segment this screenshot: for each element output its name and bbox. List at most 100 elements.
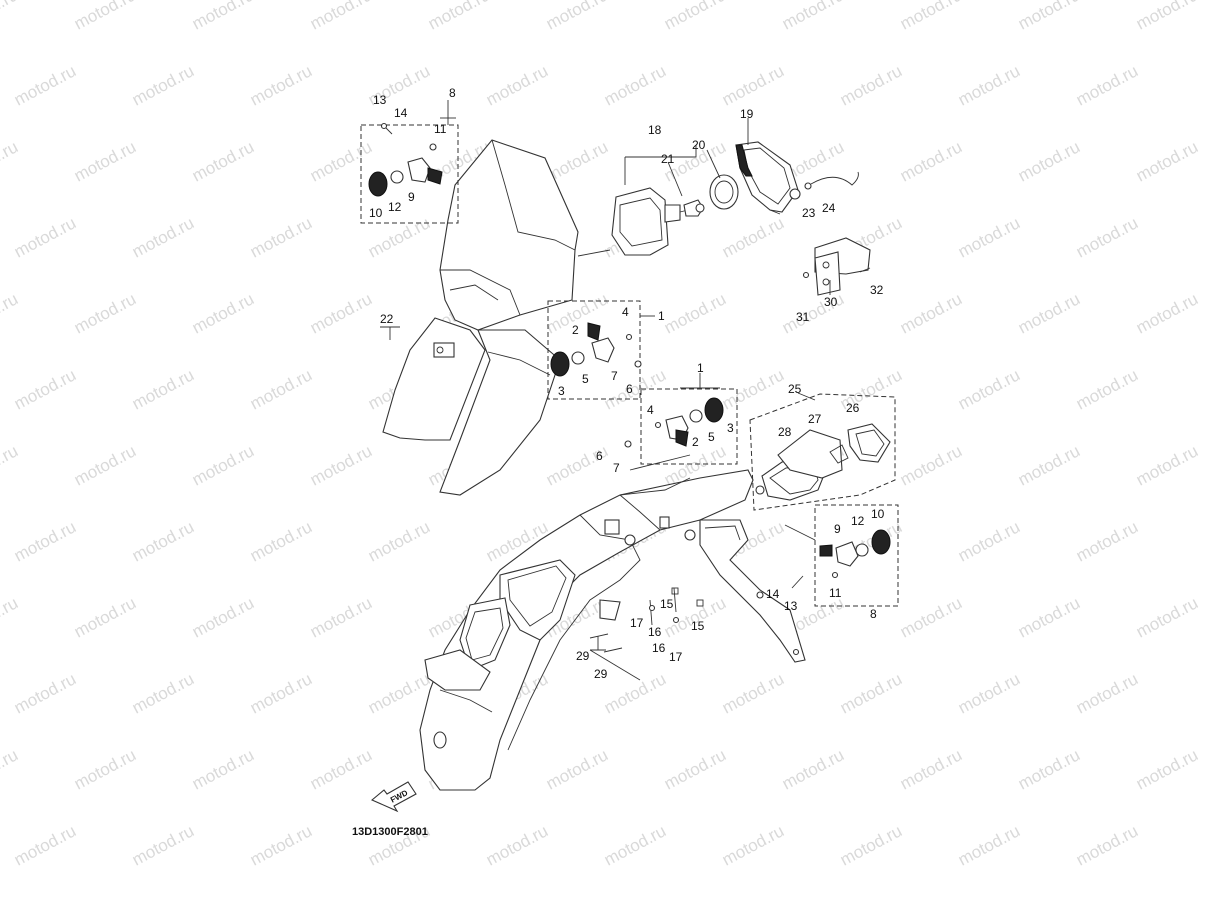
watermark-layer: motod.ru motod.ru motod.ru motod.ru motod.ru… [0, 0, 1201, 870]
callout-label: 9 [834, 522, 841, 536]
watermark-text: motod.ru [129, 517, 197, 565]
watermark-text: motod.ru [661, 745, 729, 793]
watermark-text: motod.ru [1015, 745, 1083, 793]
fwd-arrow: FWD [370, 781, 417, 813]
watermark-text: motod.ru [837, 669, 905, 717]
callout-label: 32 [870, 283, 884, 297]
taillight-box [749, 393, 896, 511]
watermark-text: motod.ru [1015, 593, 1083, 641]
callout-label: 27 [808, 412, 822, 426]
callout-label: 7 [613, 461, 620, 475]
watermark-text: motod.ru [779, 745, 847, 793]
callout-label: 19 [740, 107, 754, 121]
callout-label: 13 [784, 599, 798, 613]
watermark-text: motod.ru [897, 745, 965, 793]
watermark-text: motod.ru [1133, 593, 1201, 641]
watermark-text: motod.ru [0, 289, 21, 337]
watermark-text: motod.ru [1073, 517, 1141, 565]
callout-label: 16 [648, 625, 662, 639]
callout-label: 25 [788, 382, 802, 396]
callout-label: 15 [691, 619, 705, 633]
callout-label: 1 [658, 309, 665, 323]
watermark-text: motod.ru [955, 365, 1023, 413]
headlight-cowl [382, 139, 611, 496]
flasher-box-upper-left [360, 124, 459, 224]
watermark-text: motod.ru [189, 745, 257, 793]
bulb [683, 199, 705, 217]
callout-label: 12 [388, 200, 402, 214]
watermark-text: motod.ru [71, 745, 139, 793]
watermark-text: motod.ru [1133, 745, 1201, 793]
watermark-text: motod.ru [189, 593, 257, 641]
watermark-text: motod.ru [601, 61, 669, 109]
watermark-text: motod.ru [837, 821, 905, 869]
watermark-text: motod.ru [897, 289, 965, 337]
callout-label: 11 [434, 122, 447, 136]
watermark-text: motod.ru [719, 669, 787, 717]
watermark-text: motod.ru [71, 289, 139, 337]
watermark-text: motod.ru [71, 137, 139, 185]
watermark-text: motod.ru [1133, 137, 1201, 185]
callout-label: 15 [660, 597, 674, 611]
watermark-text: motod.ru [11, 821, 79, 869]
callout-label: 10 [871, 507, 885, 521]
watermark-text: motod.ru [189, 137, 257, 185]
watermark-text: motod.ru [129, 821, 197, 869]
watermark-text: motod.ru [897, 137, 965, 185]
watermark-text: motod.ru [837, 61, 905, 109]
callout-label: 2 [572, 323, 579, 337]
watermark-text: motod.ru [1073, 213, 1141, 261]
flasher-box-front-right [640, 388, 738, 465]
watermark-text: motod.ru [897, 593, 965, 641]
headlight-housing [735, 141, 799, 215]
watermark-text: motod.ru [247, 517, 315, 565]
watermark-text: motod.ru [189, 289, 257, 337]
bulb-socket-cover [709, 174, 739, 210]
watermark-text: motod.ru [307, 289, 375, 337]
watermark-text: motod.ru [71, 441, 139, 489]
callout-labels: 1 1 2 2 3 3 4 4 5 5 6 6 7 7 8 8 9 9 10 1… [369, 86, 885, 681]
watermark-text: motod.ru [247, 61, 315, 109]
callout-label: 16 [652, 641, 666, 655]
callout-label: 3 [558, 384, 565, 398]
watermark-text: motod.ru [307, 745, 375, 793]
watermark-text: motod.ru [719, 821, 787, 869]
watermark-text: motod.ru [307, 0, 375, 34]
callout-label: 29 [576, 649, 590, 663]
watermark-text: motod.ru [71, 593, 139, 641]
watermark-text: motod.ru [1015, 289, 1083, 337]
watermark-text: motod.ru [1073, 669, 1141, 717]
callout-label: 6 [596, 449, 603, 463]
watermark-text: motod.ru [719, 213, 787, 261]
watermark-text: motod.ru [955, 821, 1023, 869]
watermark-text: motod.ru [897, 0, 965, 34]
watermark-text: motod.ru [1015, 441, 1083, 489]
watermark-text: motod.ru [661, 289, 729, 337]
watermark-text: motod.ru [129, 365, 197, 413]
watermark-text: motod.ru [1015, 0, 1083, 34]
callout-label: 4 [622, 305, 629, 319]
watermark-text: motod.ru [543, 745, 611, 793]
watermark-text: motod.ru [11, 365, 79, 413]
callout-label: 2 [692, 435, 699, 449]
flasher-rear-right [791, 529, 891, 589]
watermark-text: motod.ru [0, 137, 21, 185]
flasher-box-rear-right [814, 504, 899, 607]
callout-label: 30 [824, 295, 838, 309]
watermark-text: motod.ru [661, 0, 729, 34]
callout-label: 8 [870, 607, 877, 621]
watermark-text: motod.ru [129, 669, 197, 717]
watermark-text: motod.ru [11, 61, 79, 109]
leader-lines [380, 100, 831, 681]
callout-label: 10 [369, 206, 383, 220]
watermark-text: motod.ru [955, 669, 1023, 717]
watermark-text: motod.ru [483, 821, 551, 869]
callout-label: 14 [394, 106, 408, 120]
watermark-text: motod.ru [1133, 289, 1201, 337]
callout-label: 14 [766, 587, 780, 601]
rear-fender [419, 469, 806, 791]
watermark-text: motod.ru [1133, 441, 1201, 489]
callout-label: 5 [708, 430, 715, 444]
watermark-text: motod.ru [1073, 61, 1141, 109]
watermark-text: motod.ru [1015, 137, 1083, 185]
